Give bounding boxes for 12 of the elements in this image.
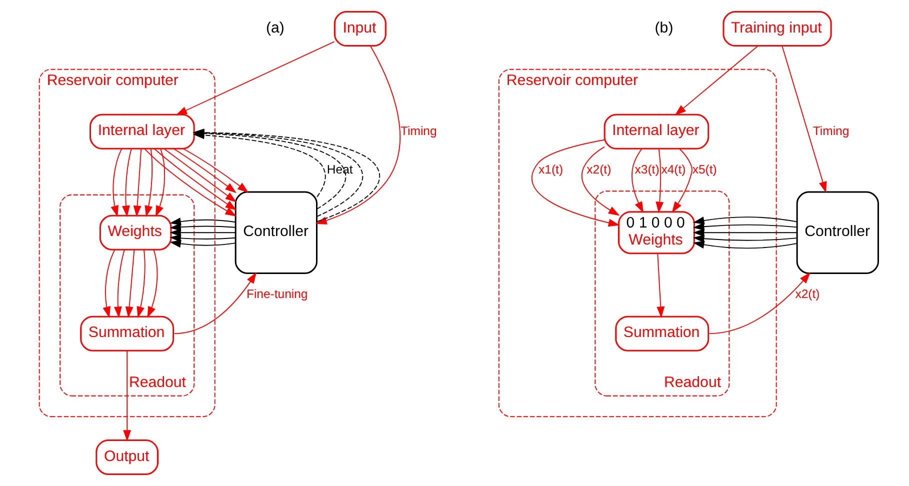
edge-label: x2(t) [794,287,820,302]
edge-label: Heat [326,162,352,177]
edge-label: x5(t) [692,162,716,177]
label: (a) [266,19,284,36]
edge-label: x4(t) [660,162,686,177]
label: (b) [654,19,673,36]
edge-label: x3(t) [634,162,659,177]
edge-label: x1(t) [538,162,563,177]
edge-label: Timing [812,124,849,138]
edge-label: x2(t) [586,162,611,177]
edge-label: Timing [400,124,436,138]
edge-label: Fine-tuning [246,287,308,302]
